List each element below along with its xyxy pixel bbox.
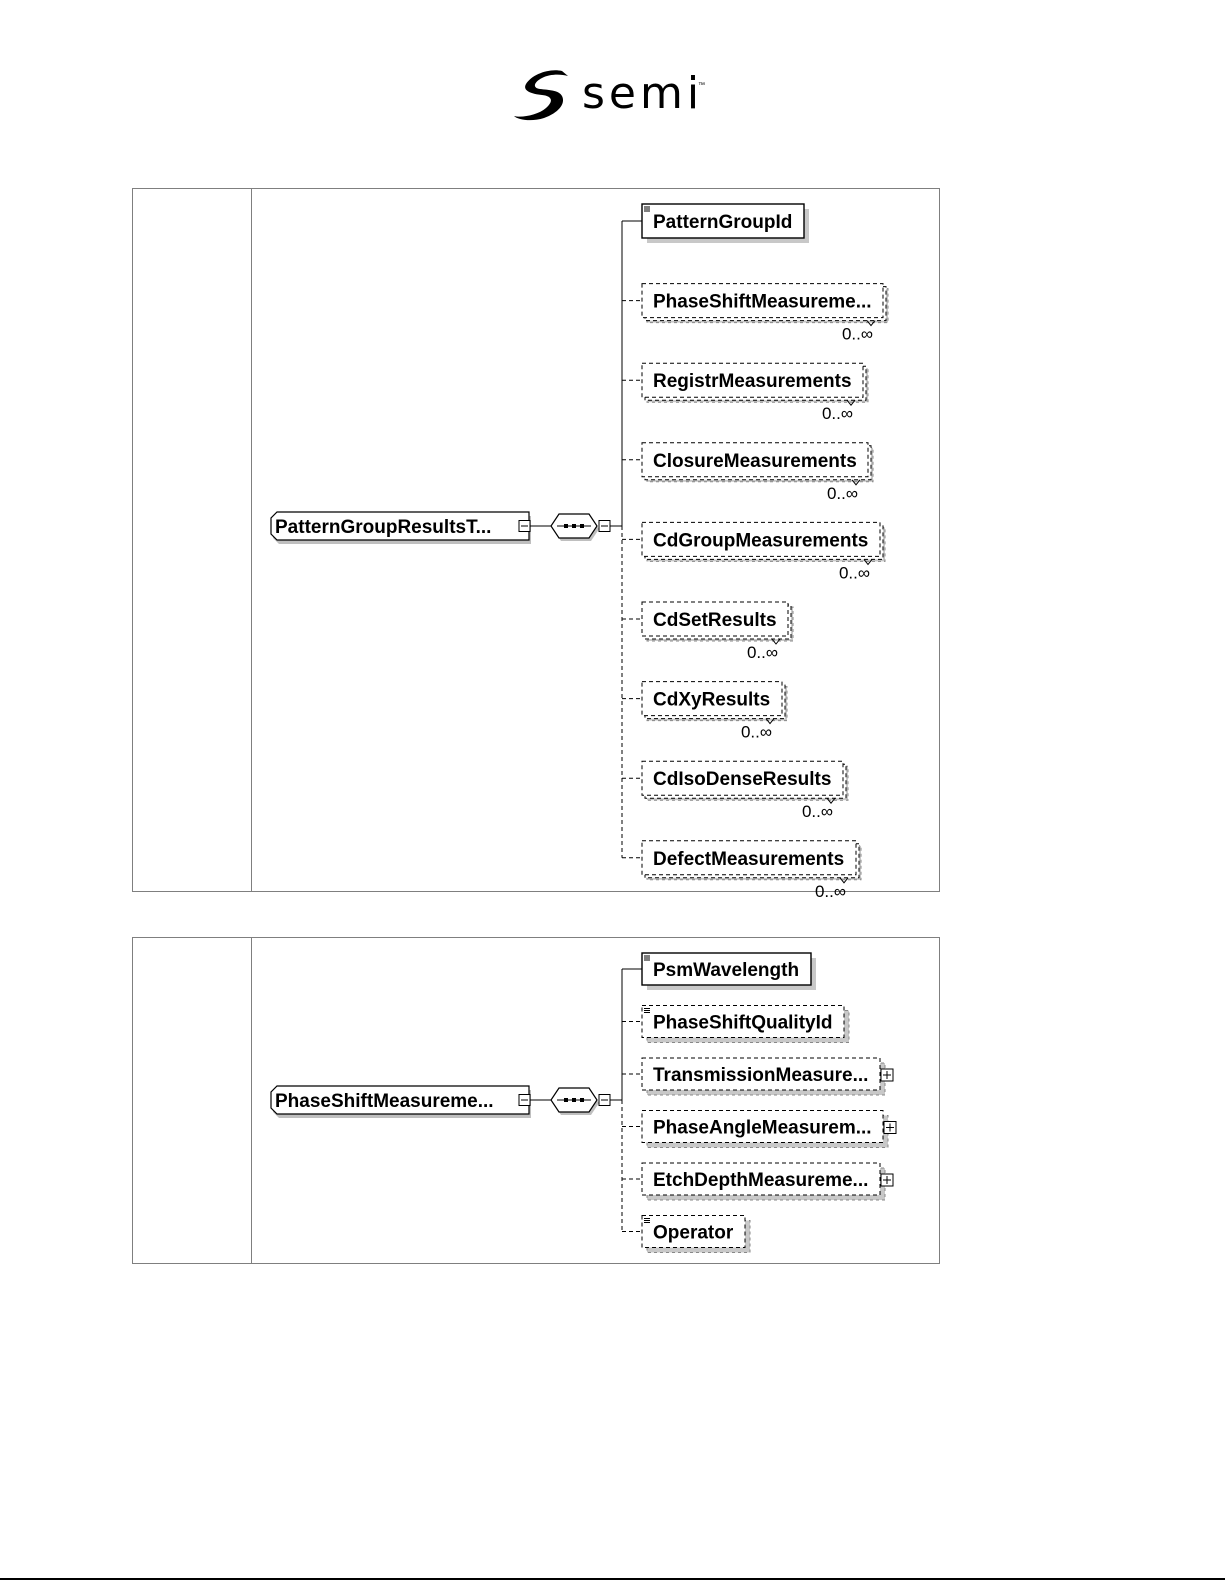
schema-diagram-1: PatternGroupResultsT... PatternGroupIdPha… xyxy=(270,203,889,901)
occurrence-label: 0..∞ xyxy=(822,404,853,423)
occurrence-label: 0..∞ xyxy=(802,802,833,821)
occurrence-label: 0..∞ xyxy=(827,484,858,503)
brand-name: semi xyxy=(582,68,704,119)
child-element-psmwavelength-box xyxy=(641,952,812,986)
child-element-closuremeasurements-box xyxy=(641,442,869,478)
child-element-phaseanglemeasurem-box xyxy=(641,1110,884,1143)
child-element-registrmeasurements-box xyxy=(641,362,864,398)
child-element-cdgroupmeasurements-label: CdGroupMeasurements xyxy=(653,530,868,551)
occurrence-marker-icon xyxy=(839,877,849,884)
child-element-etchdepthmeasureme-label: EtchDepthMeasureme... xyxy=(653,1170,868,1191)
child-element-patterngroupid-box xyxy=(641,203,805,239)
footer-rule xyxy=(0,1578,1225,1580)
child-element-phaseanglemeasurem-label: PhaseAngleMeasurem... xyxy=(653,1118,872,1139)
occurrence-marker-icon xyxy=(866,320,876,327)
child-element-cdisodenseresults-label: CdIsoDenseResults xyxy=(653,769,831,790)
frame-divider xyxy=(251,938,252,1263)
child-element-cdgroupmeasurements-box xyxy=(641,521,881,557)
child-element-patterngroupid-label: PatternGroupId xyxy=(653,212,792,233)
child-element-cdxyresults-label: CdXyResults xyxy=(653,690,770,711)
root-element-label: PatternGroupResultsT... xyxy=(275,517,491,538)
child-element-phaseshiftmeasureme-box xyxy=(641,283,884,319)
sequence-dot xyxy=(564,524,568,528)
root-element-box xyxy=(270,511,530,541)
sequence-dot xyxy=(564,1098,568,1102)
occurrence-label: 0..∞ xyxy=(741,723,772,742)
child-element-closuremeasurements-label: ClosureMeasurements xyxy=(653,451,857,472)
child-element-defectmeasurements-box xyxy=(641,840,857,876)
occurrence-marker-icon xyxy=(826,797,836,805)
occurrence-label: 0..∞ xyxy=(815,882,846,901)
occurrence-marker-icon xyxy=(771,638,781,645)
child-element-phaseshiftqualityid-box xyxy=(641,1005,845,1038)
sequence-dot xyxy=(580,524,584,528)
child-element-defectmeasurements-label: DefectMeasurements xyxy=(653,849,844,870)
child-element-cdsetresults-box xyxy=(641,601,789,637)
occurrence-marker-icon xyxy=(851,479,861,486)
child-element-phaseshiftmeasureme-label: PhaseShiftMeasureme... xyxy=(653,292,872,313)
frame-divider xyxy=(251,189,252,891)
occurrence-marker-icon xyxy=(765,718,775,725)
child-element-phaseshiftqualityid-label: PhaseShiftQualityId xyxy=(653,1013,832,1034)
child-element-cdxyresults-box xyxy=(641,681,783,717)
occurrence-label: 0..∞ xyxy=(747,643,778,662)
sequence-dot xyxy=(572,524,576,528)
occurrence-marker-icon xyxy=(863,559,873,566)
child-element-operator-label: Operator xyxy=(653,1223,734,1244)
occurrence-label: 0..∞ xyxy=(842,325,873,344)
occurrence-label: 0..∞ xyxy=(839,563,870,582)
occurrence-marker-icon xyxy=(846,399,856,407)
child-element-registrmeasurements-label: RegistrMeasurements xyxy=(653,371,852,392)
child-element-psmwavelength-label: PsmWavelength xyxy=(653,960,799,981)
child-element-etchdepthmeasureme-box xyxy=(641,1162,881,1196)
semi-logo: semi ™ xyxy=(512,68,712,124)
schema-diagram-2: PhaseShiftMeasureme... PsmWavelengthPhase… xyxy=(270,952,897,1253)
child-element-cdsetresults-label: CdSetResults xyxy=(653,610,777,631)
sequence-dot xyxy=(572,1098,576,1102)
semi-swoosh-icon xyxy=(514,70,568,121)
child-element-cdisodenseresults-box xyxy=(641,760,844,796)
root-element-box xyxy=(270,1085,530,1115)
child-element-transmissionmeasure-box xyxy=(641,1057,881,1091)
brand-trademark: ™ xyxy=(698,82,705,89)
sequence-dot xyxy=(580,1098,584,1102)
child-element-operator-box xyxy=(641,1215,746,1248)
child-element-transmissionmeasure-label: TransmissionMeasure... xyxy=(653,1065,868,1086)
root-element-label: PhaseShiftMeasureme... xyxy=(275,1091,494,1112)
